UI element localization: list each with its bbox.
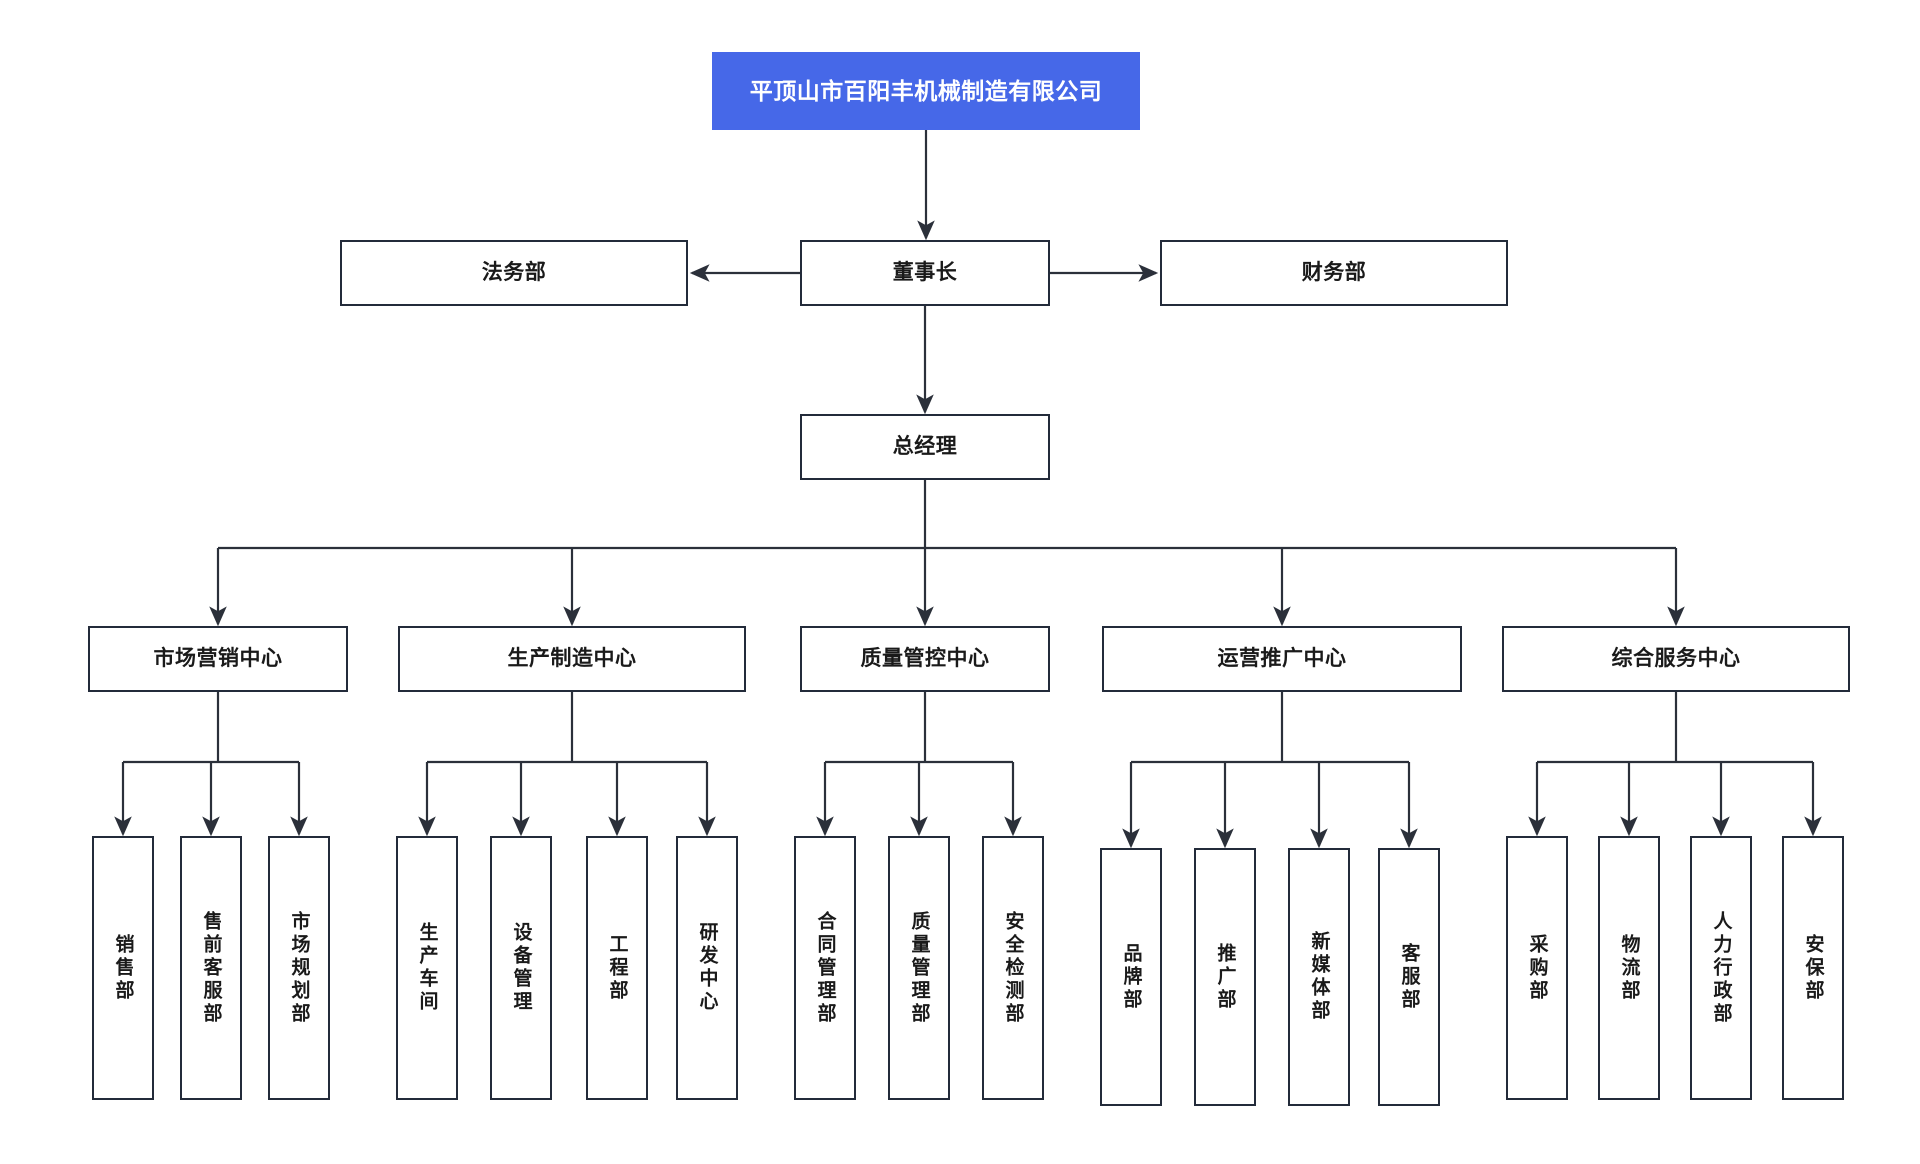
org-node-label: 质量管理部 <box>908 910 930 1026</box>
org-node-marketing-center[interactable]: 市场营销中心 <box>88 626 348 692</box>
org-node-label: 人力行政部 <box>1710 910 1732 1026</box>
org-node-label: 质量管控中心 <box>860 646 990 670</box>
org-node-label: 财务部 <box>1301 260 1367 284</box>
org-node-operations-promotion-center[interactable]: 运营推广中心 <box>1102 626 1462 692</box>
org-node-procurement-dept[interactable]: 采购部 <box>1506 836 1568 1100</box>
org-node-label: 研发中心 <box>696 922 718 1014</box>
org-node-presales-service-dept[interactable]: 售前客服部 <box>180 836 242 1100</box>
org-node-quality-management-dept[interactable]: 质量管理部 <box>888 836 950 1100</box>
org-node-label: 工程部 <box>606 933 628 1003</box>
org-node-label: 销售部 <box>112 933 134 1003</box>
org-node-label: 采购部 <box>1526 933 1548 1003</box>
org-node-label: 董事长 <box>892 260 958 284</box>
org-node-hr-admin-dept[interactable]: 人力行政部 <box>1690 836 1752 1100</box>
org-node-label: 市场规划部 <box>288 910 310 1026</box>
org-node-label: 运营推广中心 <box>1217 646 1347 670</box>
org-node-promotion-dept[interactable]: 推广部 <box>1194 848 1256 1106</box>
org-node-rd-center[interactable]: 研发中心 <box>676 836 738 1100</box>
org-node-legal[interactable]: 法务部 <box>340 240 688 306</box>
org-node-label: 综合服务中心 <box>1611 646 1741 670</box>
org-node-safety-inspection-dept[interactable]: 安全检测部 <box>982 836 1044 1100</box>
org-node-label: 合同管理部 <box>814 910 836 1026</box>
org-node-label: 市场营销中心 <box>153 646 283 670</box>
org-node-label: 设备管理 <box>510 922 532 1014</box>
org-node-logistics-dept[interactable]: 物流部 <box>1598 836 1660 1100</box>
org-node-label: 生产车间 <box>416 922 438 1014</box>
org-node-label: 生产制造中心 <box>507 646 637 670</box>
org-node-market-planning-dept[interactable]: 市场规划部 <box>268 836 330 1100</box>
org-node-engineering-dept[interactable]: 工程部 <box>586 836 648 1100</box>
org-node-production-workshop[interactable]: 生产车间 <box>396 836 458 1100</box>
org-node-label: 客服部 <box>1398 942 1420 1012</box>
org-node-label: 售前客服部 <box>200 910 222 1026</box>
org-node-label: 安保部 <box>1802 933 1824 1003</box>
org-node-company-title[interactable]: 平顶山市百阳丰机械制造有限公司 <box>712 52 1140 130</box>
org-node-new-media-dept[interactable]: 新媒体部 <box>1288 848 1350 1106</box>
org-node-label: 品牌部 <box>1120 942 1142 1012</box>
org-node-label: 安全检测部 <box>1002 910 1024 1026</box>
org-node-brand-dept[interactable]: 品牌部 <box>1100 848 1162 1106</box>
org-node-sales-dept[interactable]: 销售部 <box>92 836 154 1100</box>
org-node-customer-service-dept[interactable]: 客服部 <box>1378 848 1440 1106</box>
org-node-label: 法务部 <box>481 260 547 284</box>
org-node-equipment-management[interactable]: 设备管理 <box>490 836 552 1100</box>
org-node-label: 总经理 <box>892 434 958 458</box>
org-node-finance[interactable]: 财务部 <box>1160 240 1508 306</box>
org-node-security-dept[interactable]: 安保部 <box>1782 836 1844 1100</box>
org-node-label: 新媒体部 <box>1308 931 1330 1023</box>
org-node-general-manager[interactable]: 总经理 <box>800 414 1050 480</box>
org-node-general-services-center[interactable]: 综合服务中心 <box>1502 626 1850 692</box>
org-node-label: 物流部 <box>1618 933 1640 1003</box>
org-node-label: 推广部 <box>1214 942 1236 1012</box>
org-node-chairman[interactable]: 董事长 <box>800 240 1050 306</box>
org-node-quality-control-center[interactable]: 质量管控中心 <box>800 626 1050 692</box>
org-node-label: 平顶山市百阳丰机械制造有限公司 <box>749 77 1103 104</box>
org-node-manufacturing-center[interactable]: 生产制造中心 <box>398 626 746 692</box>
org-node-contract-management-dept[interactable]: 合同管理部 <box>794 836 856 1100</box>
